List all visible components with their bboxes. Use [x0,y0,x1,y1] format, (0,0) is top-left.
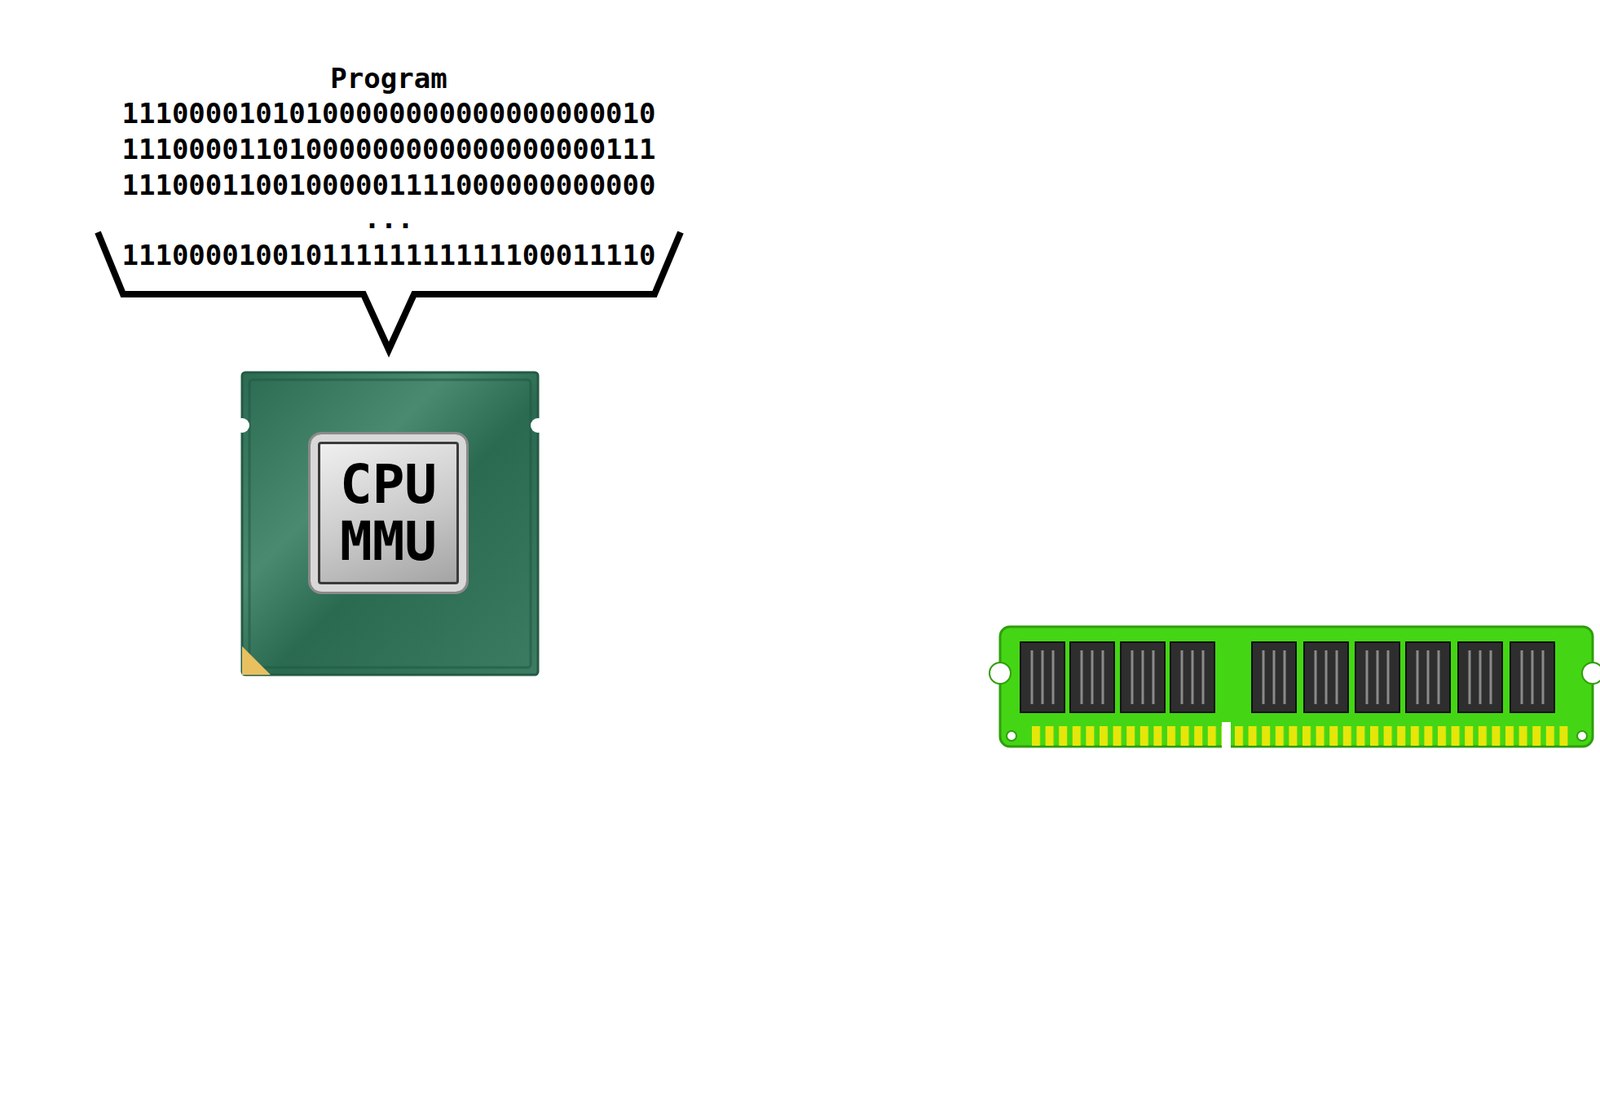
chip-label: CPU [339,456,437,513]
program-title: Program [330,61,447,95]
cpu-chip [234,372,546,675]
ellipsis: ... [363,202,414,235]
binary-instruction: 11100011001000001111000000000000 [121,168,656,202]
binary-instruction: 11100001001011111111111100011110 [121,238,656,272]
chip-label: MMU [339,513,437,570]
binary-instruction: 11100001010100000000000000000010 [121,96,656,130]
binary-instruction: 11100001101000000000000000000111 [121,132,656,166]
speech-bracket [97,232,681,350]
cpu-die: CPUMMU [308,431,469,595]
ram-module [989,626,1600,749]
